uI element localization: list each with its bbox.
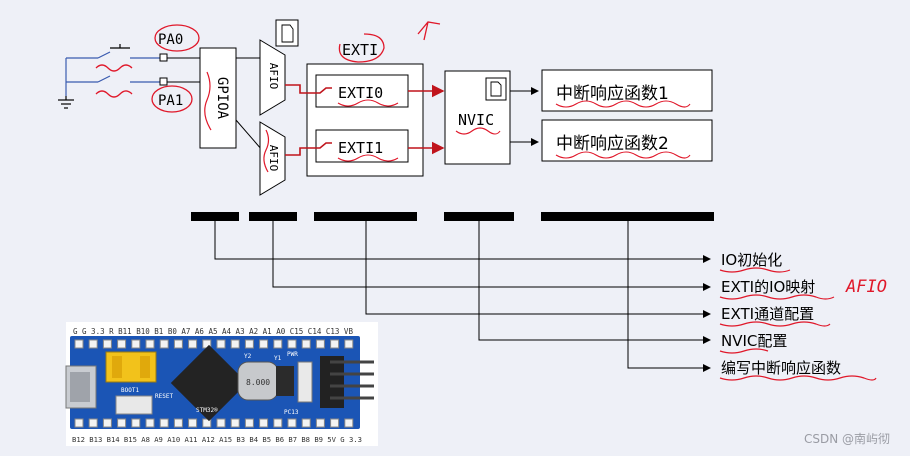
document-icon <box>275 19 299 47</box>
header-pin <box>315 339 325 349</box>
document-icon <box>485 77 507 101</box>
exti-title: EXTI <box>342 41 378 59</box>
chip-label: STM32® <box>196 407 218 414</box>
squiggle-annotation <box>95 64 133 72</box>
step-1: IO初始化 <box>721 251 782 269</box>
mcu-chip <box>170 344 248 422</box>
reset-label: RESET <box>155 393 173 400</box>
handler-1-label: 中断响应函数1 <box>556 84 669 104</box>
header-pin <box>273 339 283 349</box>
afio-top-label: AFIO <box>267 63 280 90</box>
header-pin <box>230 339 240 349</box>
header-pin <box>74 339 84 349</box>
y2-label: Y2 <box>244 353 252 360</box>
header-pin <box>216 418 226 428</box>
header-pin <box>301 418 311 428</box>
underline-annotations <box>719 267 877 381</box>
afio-mux-top <box>259 39 286 116</box>
header-pin <box>287 418 297 428</box>
header-pin <box>259 339 269 349</box>
header-pin <box>145 339 155 349</box>
step-3: EXTI通道配置 <box>721 305 814 323</box>
exti1-label: EXTI1 <box>338 139 383 157</box>
stage-bar-io <box>191 212 239 221</box>
header-pin <box>74 418 84 428</box>
handwritten-mark <box>417 21 441 41</box>
header-pin <box>88 418 98 428</box>
gpioa-block <box>199 47 237 149</box>
board-bottom-pins: B12 B13 B14 B15 A8 A9 A10 A11 A12 A15 B3… <box>72 435 362 444</box>
header-pin <box>301 339 311 349</box>
board-top-pins: G G 3.3 R B11 B10 B1 B0 A7 A6 A5 A4 A3 A… <box>73 327 353 336</box>
gpioa-label: GPIOA <box>214 77 230 120</box>
header-pin <box>244 418 254 428</box>
header-pins-bottom <box>74 418 354 428</box>
header-pins-top <box>74 339 354 349</box>
header-pin <box>145 418 155 428</box>
header-pin <box>344 418 354 428</box>
header-pin <box>102 339 112 349</box>
afio-mux-bottom <box>259 121 286 196</box>
label-pa0: PA0 <box>158 32 183 48</box>
label-pa1: PA1 <box>158 93 183 109</box>
header-pin <box>287 339 297 349</box>
step-5: 编写中断响应函数 <box>721 359 841 377</box>
swd-header <box>320 356 344 408</box>
ground-icon <box>58 96 74 109</box>
step-connectors <box>214 221 711 372</box>
header-pin <box>202 418 212 428</box>
header-pin <box>330 418 340 428</box>
header-pin <box>230 418 240 428</box>
stm32-board-photo: G G 3.3 R B11 B10 B1 B0 A7 A6 A5 A4 A3 A… <box>65 322 378 446</box>
stage-bar-handler <box>541 212 714 221</box>
nvic-label: NVIC <box>458 111 494 129</box>
header-pin <box>117 339 127 349</box>
afio-bottom-label: AFIO <box>267 145 280 172</box>
header-pin <box>88 339 98 349</box>
header-pin <box>330 339 340 349</box>
y1-label: Y1 <box>274 355 282 362</box>
stage-bar-afio <box>249 212 297 221</box>
header-pin <box>159 339 169 349</box>
button-circuit <box>65 44 160 96</box>
header-pin <box>273 418 283 428</box>
header-pin <box>173 418 183 428</box>
handler-box-2 <box>541 119 713 162</box>
stage-bar-exti <box>314 212 417 221</box>
header-pin <box>188 339 198 349</box>
header-pin <box>216 339 226 349</box>
header-pin <box>117 418 127 428</box>
step-4: NVIC配置 <box>721 332 787 350</box>
boot-label: BOOT1 <box>121 387 139 394</box>
pin-pa1 <box>159 77 168 86</box>
header-pin <box>315 418 325 428</box>
header-pin <box>173 339 183 349</box>
header-pin <box>344 339 354 349</box>
crystal-label: 8.000 <box>246 378 270 387</box>
header-pin <box>259 418 269 428</box>
handler-box-1 <box>541 69 713 112</box>
reset-button <box>115 395 153 415</box>
header-pin <box>244 339 254 349</box>
stage-bar-nvic <box>444 212 514 221</box>
pc13-label: PC13 <box>284 409 299 416</box>
squiggle-annotation <box>95 90 133 98</box>
swd-pins <box>330 360 374 400</box>
handler-2-label: 中断响应函数2 <box>556 134 669 154</box>
header-pin <box>102 418 112 428</box>
pwr-label: PWR <box>287 351 298 358</box>
header-pin <box>131 418 141 428</box>
pin-pa0 <box>159 53 168 62</box>
step-2: EXTI的IO映射 <box>721 278 815 296</box>
header-pin <box>159 418 169 428</box>
exti0-label: EXTI0 <box>338 84 383 102</box>
watermark: CSDN @南屿彻 <box>804 431 890 446</box>
header-pin <box>131 339 141 349</box>
afio-annotation: AFIO <box>845 277 887 297</box>
header-pin <box>188 418 198 428</box>
crystal-small <box>276 366 294 396</box>
